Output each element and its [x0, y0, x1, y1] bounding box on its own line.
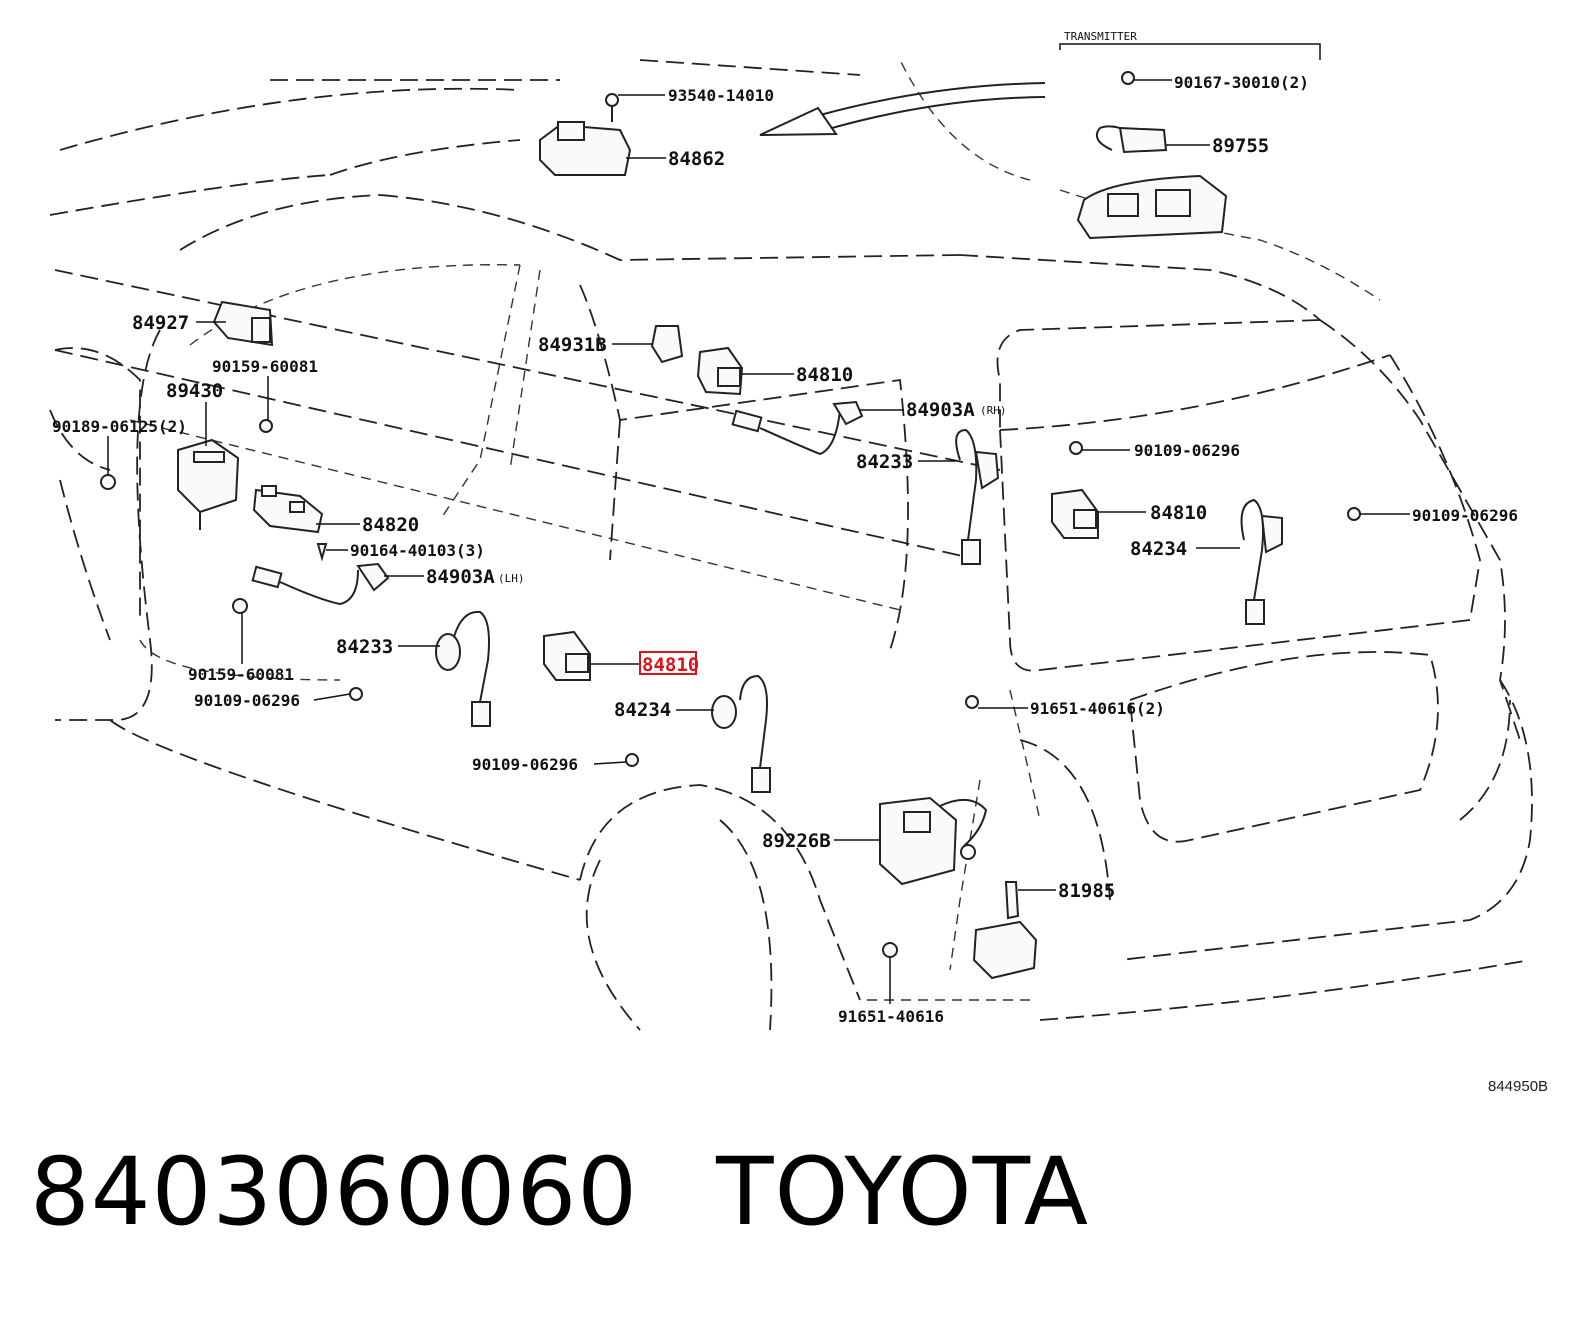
label-89226b: 89226B	[762, 830, 831, 852]
transmitter-bracket	[1059, 43, 1321, 60]
label-84810-top: 84810	[796, 364, 853, 386]
part-89755-icon	[1076, 71, 1228, 240]
pointer-arrow	[759, 82, 1046, 136]
part-84234-center-icon	[625, 674, 771, 793]
label-91651-40616: 91651-40616	[838, 1007, 944, 1026]
label-84234-right: 84234	[1130, 538, 1187, 560]
part-84903a-lh-icon	[232, 562, 390, 614]
label-89430: 89430	[166, 380, 223, 402]
label-84810-highlighted[interactable]: 84810	[642, 654, 699, 676]
part-84233-left-icon	[349, 610, 491, 727]
label-90159-60081-lower: 90159-60081	[188, 665, 294, 684]
label-84820: 84820	[362, 514, 419, 536]
part-number: 8403060060	[30, 1138, 639, 1247]
part-84810-top-icon	[696, 346, 744, 396]
part-84810-center-icon	[543, 630, 591, 681]
part-84810-right-icon	[1051, 488, 1099, 539]
label-93540-14010: 93540-14010	[668, 86, 774, 105]
part-84233-right-icon	[955, 428, 1083, 565]
label-81985: 81985	[1058, 880, 1115, 902]
label-90164-40103: 90164-40103(3)	[350, 541, 485, 560]
part-84927-icon	[212, 300, 274, 347]
footer-caption: 8403060060 TOYOTA	[30, 1138, 1089, 1247]
part-84862-icon	[539, 93, 632, 176]
label-91651-40616-2: 91651-40616(2)	[1030, 699, 1165, 718]
label-90167-30010: 90167-30010(2)	[1174, 73, 1309, 92]
label-90109-06296-far-right: 90109-06296	[1412, 506, 1518, 525]
label-90109-06296-center: 90109-06296	[472, 755, 578, 774]
label-84233-left: 84233	[336, 636, 393, 658]
catalog-code: 844950B	[1488, 1078, 1549, 1095]
part-84820-icon	[252, 485, 328, 562]
part-89430-icon	[100, 419, 273, 530]
part-84903a-rh-icon	[731, 400, 864, 456]
label-84810-right: 84810	[1150, 502, 1207, 524]
label-90159-60081-upper: 90159-60081	[212, 357, 318, 376]
label-lh-suffix: (LH)	[498, 572, 525, 585]
label-84931b: 84931B	[538, 334, 607, 356]
brand-name: TOYOTA	[716, 1138, 1090, 1247]
label-84233-right: 84233	[856, 451, 913, 473]
label-rh-suffix: (RH)	[980, 404, 1007, 417]
part-drawings	[100, 71, 1361, 980]
part-81985-icon	[882, 881, 1038, 980]
callout-labels: TRANSMITTER 93540-14010 84862 90167-3001…	[52, 30, 1518, 1026]
label-90109-06296-left: 90109-06296	[194, 691, 300, 710]
vehicle-outline	[49, 59, 1533, 1031]
part-89226b-icon	[879, 695, 988, 886]
label-90109-06296-upper-right: 90109-06296	[1134, 441, 1240, 460]
group-label-transmitter: TRANSMITTER	[1064, 30, 1137, 43]
part-84931b-icon	[650, 325, 684, 364]
label-84903a-rh: 84903A	[906, 399, 975, 421]
label-84903a-lh: 84903A	[426, 566, 495, 588]
label-84927: 84927	[132, 312, 189, 334]
highlight-box	[639, 651, 697, 675]
label-84862: 84862	[668, 148, 725, 170]
label-90189-06125: 90189-06125(2)	[52, 417, 187, 436]
label-84234-center: 84234	[614, 699, 671, 721]
label-89755: 89755	[1212, 135, 1269, 157]
part-84234-right-icon	[1240, 498, 1361, 625]
leader-lines	[107, 79, 1410, 1004]
